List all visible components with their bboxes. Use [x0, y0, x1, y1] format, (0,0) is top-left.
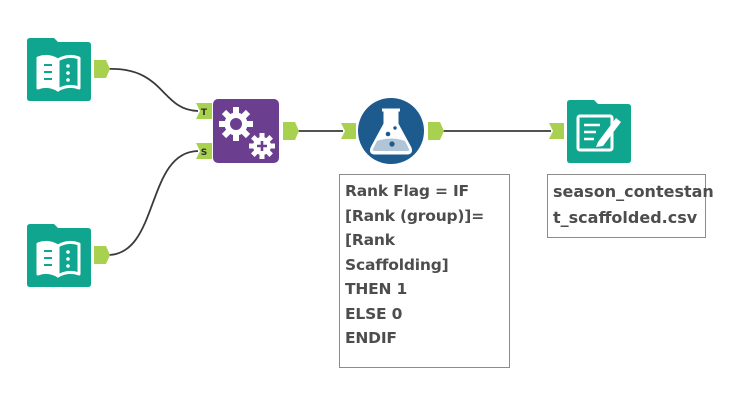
output-anchor-append[interactable]: [283, 122, 299, 140]
connections: [105, 68, 551, 256]
input-anchor-source[interactable]: [196, 143, 212, 159]
input-tool-bottom[interactable]: [27, 224, 91, 287]
output-anchor-input-bottom[interactable]: [94, 246, 110, 264]
output-tool[interactable]: [567, 100, 631, 163]
book-icon: [36, 240, 81, 278]
anchor-label-target: T: [201, 108, 208, 118]
output-anchor-formula[interactable]: [428, 122, 444, 140]
output-anchor-input-top[interactable]: [94, 60, 110, 78]
write-file-icon: [576, 114, 621, 152]
connection-input-top-to-append[interactable]: [105, 68, 199, 112]
book-icon: [36, 54, 81, 92]
input-anchor-formula[interactable]: [341, 123, 356, 139]
formula-annotation: Rank Flag = IF [Rank (group)]= [Rank Sca…: [339, 174, 510, 368]
connection-input-bottom-to-append[interactable]: [105, 150, 199, 256]
formula-tool[interactable]: [358, 98, 424, 164]
anchor-label-source: S: [201, 148, 207, 158]
output-annotation: season_contestan t_scaffolded.csv: [547, 174, 714, 238]
input-anchor-target[interactable]: [196, 103, 212, 119]
input-anchor-output[interactable]: [549, 123, 564, 139]
flask-icon: [369, 108, 413, 155]
input-tool-top[interactable]: [27, 38, 91, 101]
append-fields-tool[interactable]: [213, 99, 279, 163]
gears-plus-icon: [219, 107, 275, 159]
